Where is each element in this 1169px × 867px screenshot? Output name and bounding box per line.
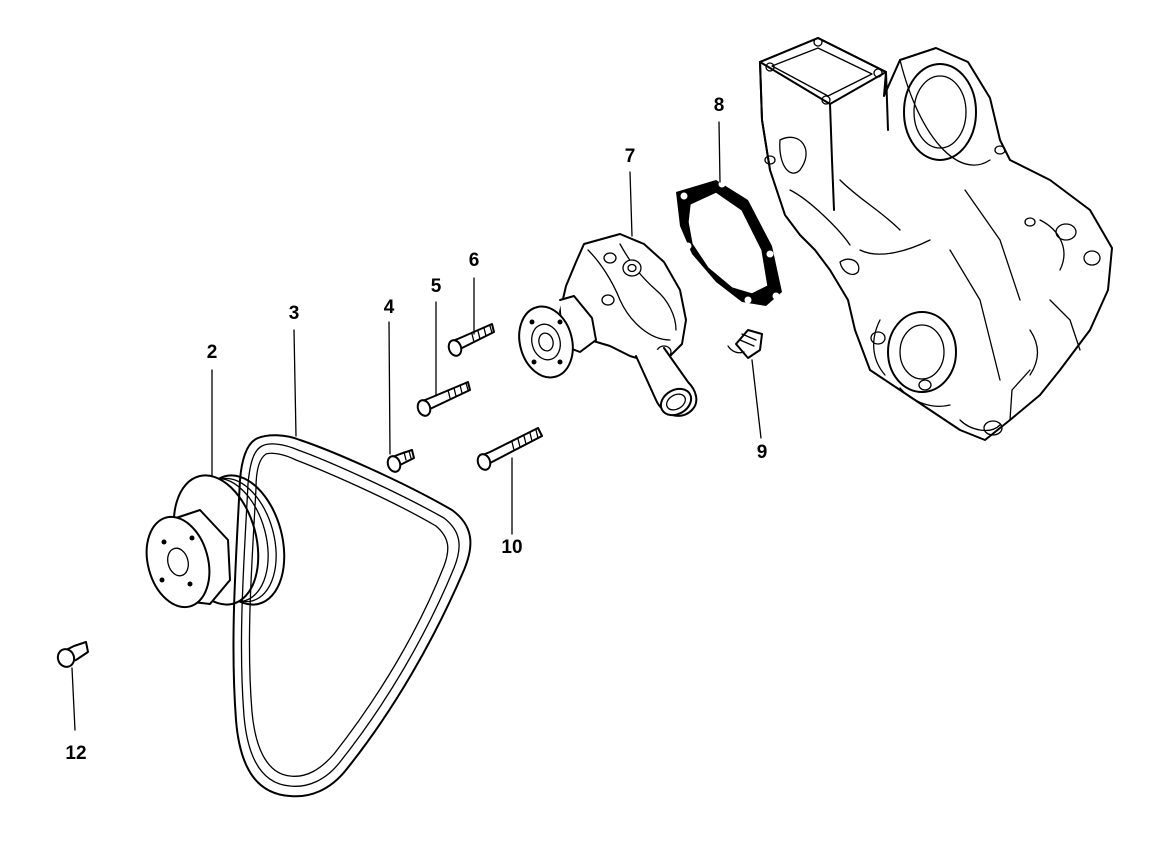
callout-6: 6 [469, 250, 480, 271]
water-pump-gasket [676, 180, 782, 306]
bolt-12 [56, 641, 89, 668]
water-pump [518, 233, 698, 417]
thermo-switch [727, 329, 763, 359]
callout-5: 5 [431, 276, 442, 297]
gear-case-cover [759, 37, 1113, 441]
bolt-5 [416, 381, 471, 417]
v-belt [232, 434, 472, 798]
bolt-4 [386, 449, 415, 473]
bolt-10 [476, 427, 543, 471]
leader-lines [71, 121, 762, 731]
callout-9: 9 [757, 442, 768, 463]
callout-12: 12 [65, 743, 86, 764]
bolt-6 [447, 323, 495, 357]
callout-8: 8 [714, 95, 725, 116]
callout-3: 3 [289, 303, 300, 324]
callout-4: 4 [384, 297, 395, 318]
callout-10: 10 [501, 537, 522, 558]
fan-pulley [145, 474, 286, 609]
callout-7: 7 [625, 146, 636, 167]
callout-2: 2 [207, 342, 218, 363]
